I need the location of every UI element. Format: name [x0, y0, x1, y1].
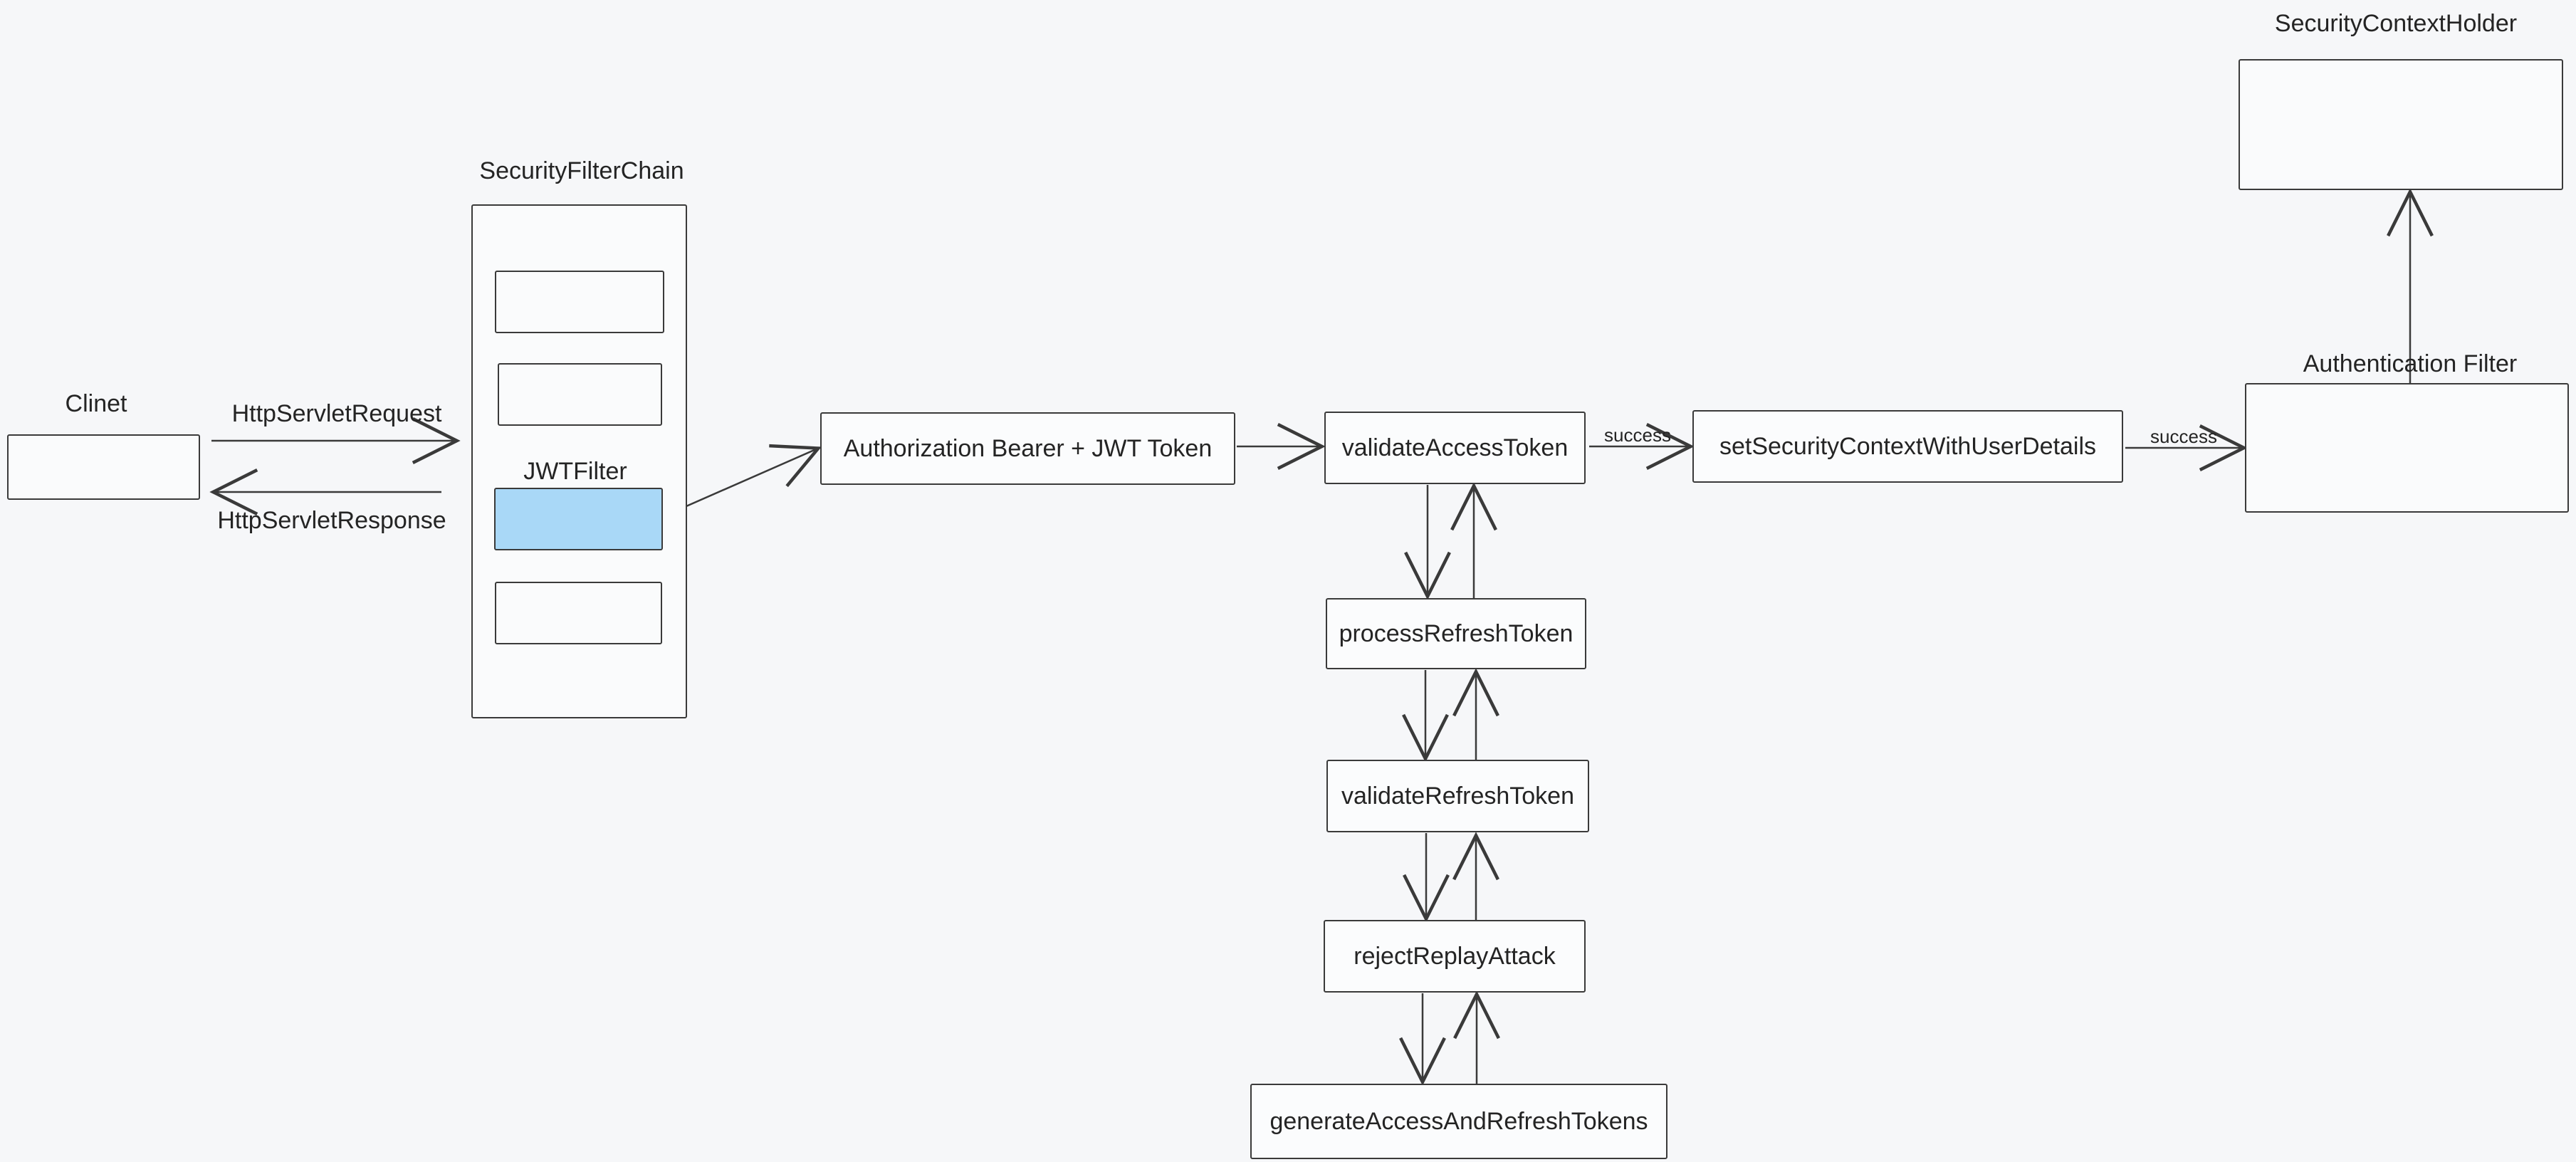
validate-access-token-box: validateAccessToken — [1324, 412, 1586, 484]
client-label: Clinet — [65, 390, 127, 417]
validate-access-token-text: validateAccessToken — [1341, 434, 1569, 461]
set-security-context-box: setSecurityContextWithUserDetails — [1692, 410, 2123, 483]
jwt-filter-label: JWTFilter — [523, 458, 627, 485]
validate-refresh-token-box: validateRefreshToken — [1326, 760, 1589, 832]
filter-slot-1 — [495, 271, 664, 333]
authorization-token-box: Authorization Bearer + JWT Token — [820, 412, 1235, 485]
reject-replay-attack-text: rejectReplayAttack — [1354, 942, 1556, 970]
validate-refresh-token-text: validateRefreshToken — [1341, 782, 1574, 810]
security-filter-chain-label: SecurityFilterChain — [479, 157, 684, 184]
filter-slot-2 — [498, 363, 662, 426]
client-box — [7, 434, 200, 500]
process-refresh-token-box: processRefreshToken — [1326, 598, 1586, 669]
reject-replay-attack-box: rejectReplayAttack — [1324, 920, 1586, 993]
http-response-label: HttpServletResponse — [217, 507, 446, 534]
authorization-token-text: Authorization Bearer + JWT Token — [843, 434, 1213, 462]
generate-tokens-text: generateAccessAndRefreshTokens — [1269, 1107, 1648, 1135]
security-context-holder-box — [2239, 59, 2563, 190]
success-label-1: success — [1604, 424, 1671, 446]
http-request-label: HttpServletRequest — [231, 400, 442, 427]
jwt-filter-box — [494, 488, 663, 550]
authentication-filter-label: Authentication Filter — [2303, 350, 2518, 377]
authentication-filter-box — [2245, 383, 2569, 513]
generate-tokens-box: generateAccessAndRefreshTokens — [1250, 1084, 1667, 1159]
set-security-context-text: setSecurityContextWithUserDetails — [1719, 432, 2097, 460]
filter-slot-4 — [495, 582, 662, 644]
success-label-2: success — [2150, 426, 2217, 447]
process-refresh-token-text: processRefreshToken — [1339, 619, 1574, 647]
security-context-holder-label: SecurityContextHolder — [2274, 10, 2518, 37]
